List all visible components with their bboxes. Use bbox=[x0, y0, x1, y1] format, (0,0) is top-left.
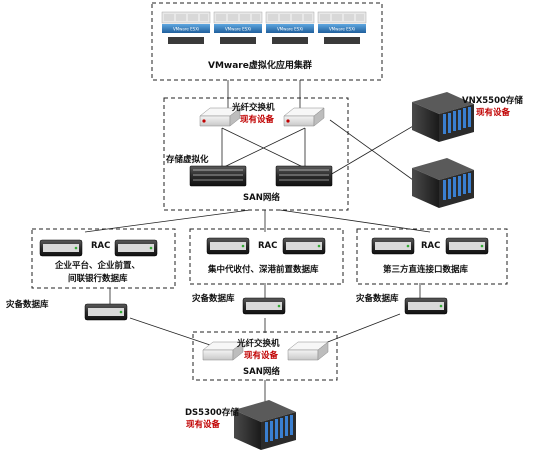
vnx-existing-label: 现有设备 bbox=[476, 108, 511, 118]
fibre-switch-icon bbox=[199, 107, 241, 127]
vnx-storage-icon bbox=[412, 158, 474, 208]
ds5300-label: DS5300存储 bbox=[185, 408, 239, 418]
rack-server-icon bbox=[84, 303, 128, 321]
fibre-switch-icon bbox=[287, 341, 329, 361]
vmware-cluster-label: VMware虚拟化应用集群 bbox=[208, 61, 312, 71]
top-san-network-label: SAN网络 bbox=[243, 193, 280, 203]
rac-db-label-1a: 企业平台、企业前置、 bbox=[55, 261, 141, 271]
backup-db-label-3: 灾备数据库 bbox=[356, 294, 399, 304]
vnx-storage bbox=[412, 92, 474, 208]
bottom-switch-label: 光纤交换机 bbox=[237, 339, 280, 349]
rack-server-icon bbox=[404, 297, 448, 315]
vmware-server-icon: VMware ESXi bbox=[213, 11, 263, 44]
storage-appliance-icon bbox=[275, 165, 333, 187]
vmware-esx-label-4: VMware ESXi bbox=[329, 27, 355, 32]
rack-server-icon bbox=[39, 239, 83, 257]
bottom-switch-existing-label: 现有设备 bbox=[244, 351, 279, 361]
storage-appliance-icon bbox=[189, 165, 247, 187]
rac-servers bbox=[39, 237, 489, 257]
backup-db-label-2: 灾备数据库 bbox=[192, 294, 235, 304]
vmware-server-icon: VMware ESXi bbox=[317, 11, 367, 44]
top-switch-label: 光纤交换机 bbox=[232, 103, 275, 113]
vmware-server-icon: VMware ESXi bbox=[265, 11, 315, 44]
top-switch-existing-label: 现有设备 bbox=[240, 115, 275, 125]
rac-label-3: RAC bbox=[421, 241, 441, 251]
vmware-esx-label-1: VMware ESXi bbox=[173, 27, 199, 32]
rac-label-2: RAC bbox=[258, 241, 278, 251]
fibre-switch-icon bbox=[283, 107, 325, 127]
backup-db-label-1: 灾备数据库 bbox=[6, 300, 49, 310]
bottom-san-box bbox=[192, 331, 338, 381]
rac-db-label-1b: 间联银行数据库 bbox=[68, 274, 128, 284]
vmware-esx-label-3: VMware ESXi bbox=[277, 27, 303, 32]
vmware-esx-label-2: VMware ESXi bbox=[225, 27, 251, 32]
storage-virtualization-label: 存储虚拟化 bbox=[166, 155, 209, 165]
storage-virtualization-devices bbox=[189, 165, 333, 187]
connection-lines bbox=[84, 80, 431, 402]
rac-box-3 bbox=[356, 228, 508, 285]
bottom-san-network-label: SAN网络 bbox=[243, 367, 280, 377]
rack-server-icon bbox=[445, 237, 489, 255]
rack-server-icon bbox=[206, 237, 250, 255]
rack-server-icon bbox=[114, 239, 158, 257]
top-san-box bbox=[163, 97, 349, 211]
rack-server-icon bbox=[371, 237, 415, 255]
rack-server-icon bbox=[282, 237, 326, 255]
rac-box-1 bbox=[31, 228, 176, 289]
bottom-fibre-switches bbox=[202, 341, 329, 361]
ds5300-storage-icon bbox=[234, 400, 296, 450]
vmware-servers: VMware ESXi VMware ESXi VMware ESXi VMwa… bbox=[161, 11, 367, 44]
ds5300-existing-label: 现有设备 bbox=[186, 420, 221, 430]
top-fibre-switches bbox=[199, 107, 325, 127]
vnx-storage-icon bbox=[412, 92, 474, 142]
rac-db-label-3: 第三方直连接口数据库 bbox=[383, 265, 469, 275]
fibre-switch-icon bbox=[202, 341, 244, 361]
rac-label-1: RAC bbox=[91, 241, 111, 251]
backup-db-servers bbox=[84, 297, 448, 321]
vmware-server-icon: VMware ESXi bbox=[161, 11, 211, 44]
dashed-groups bbox=[31, 2, 508, 381]
rack-server-icon bbox=[242, 297, 286, 315]
vmware-cluster-box bbox=[151, 2, 383, 81]
rac-db-label-2: 集中代收付、深港前置数据库 bbox=[208, 265, 319, 275]
vnx-label: VNX5500存储 bbox=[462, 96, 523, 106]
rac-box-2 bbox=[189, 228, 344, 285]
